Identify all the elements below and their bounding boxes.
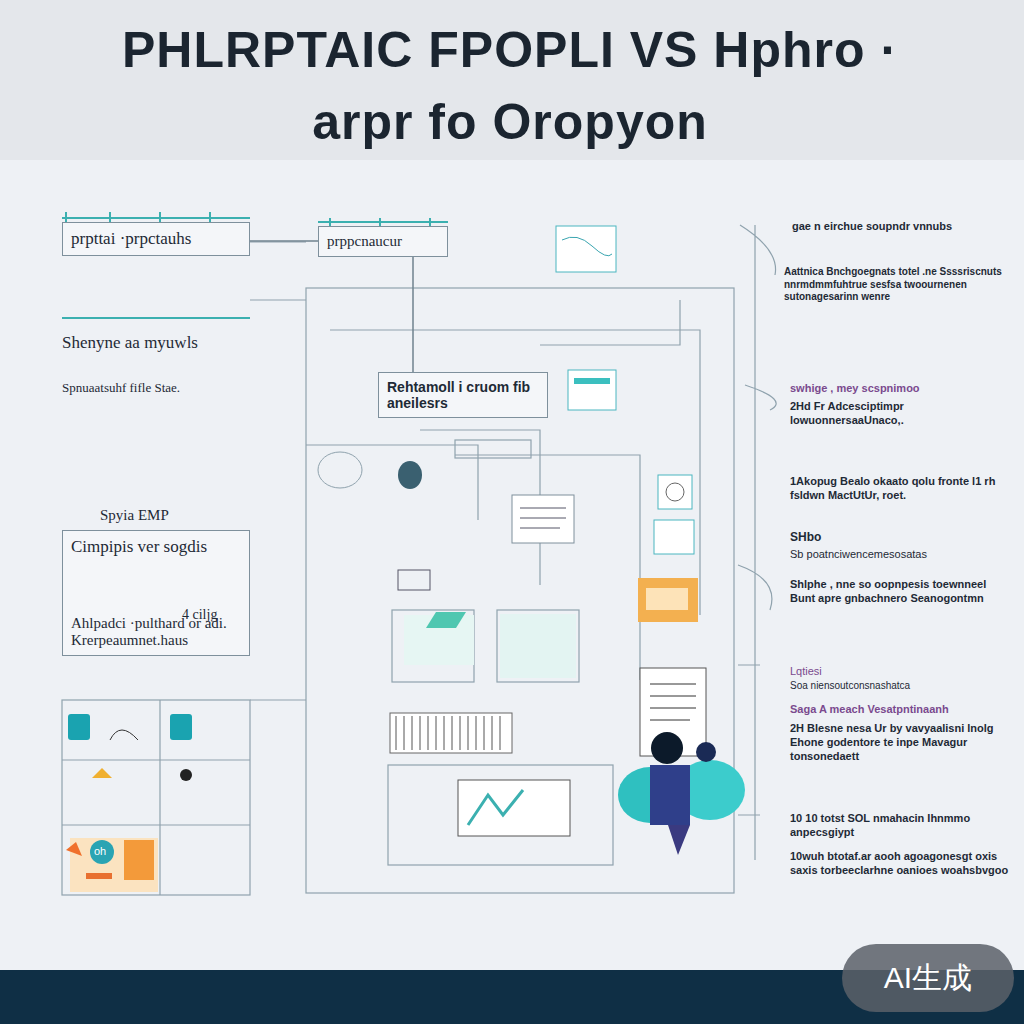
annotation: 10 10 totst SOL nmahacin Ihnmmo anpecsgi… [790, 812, 1012, 840]
annotation: Aattnica Bnchgoegnats totel .ne Ssssrisc… [784, 266, 1010, 304]
annotation: Soa niensoutconsnashatca [790, 680, 1012, 693]
diagram-title: PHLRPTAIC FPOPLI VS Hphro · arpr fo Orop… [70, 14, 950, 158]
annotation: Saga A meach Vesatpntinaanh [790, 703, 1012, 717]
connector [413, 257, 414, 372]
annotation: 1Akopug Bealo okaato qolu fronte l1 rh f… [790, 475, 1012, 503]
box-heading: prppcnaucur [327, 233, 439, 250]
annotation: Lqtiesi [790, 665, 1012, 679]
process-box: Cimpipis ver sogdisAhlpadci ·pulthard or… [62, 530, 250, 656]
side-note: Shenyne aa myuwls [62, 332, 262, 353]
annotation: 10wuh btotaf.ar aooh agoagonesgt oxis sa… [790, 850, 1012, 878]
annotation: swhige , mey scspnimoo [790, 382, 1012, 396]
annotation: Sb poatnciwencemesosatas [790, 548, 1012, 562]
box-heading: Cimpipis ver sogdis [71, 537, 241, 557]
annotation: oh [94, 845, 114, 859]
box-heading: prpttai ·prpctauhs [71, 229, 241, 249]
side-note: Spnuaatsuhf fifle Stae. [62, 380, 262, 396]
process-box: Rehtamoll i cruom fib aneilesrs [378, 372, 548, 418]
annotation: gae n eirchue soupndr vnnubs [792, 220, 1014, 234]
side-note: 4 ciljg [182, 606, 248, 624]
annotation: SHbo [790, 530, 1012, 545]
annotation: 2H Blesne nesa Ur by vavyaalisni lnolg E… [790, 722, 1012, 763]
process-box: prpttai ·prpctauhs [62, 222, 250, 256]
watermark: AI生成 [884, 958, 972, 999]
annotation: 2Hd Fr Adcesciptimpr lowuonnersaaUnaco,. [790, 400, 1012, 428]
watermark-pill: AI生成 [842, 944, 1014, 1012]
box-heading: Rehtamoll i cruom fib aneilesrs [387, 379, 539, 411]
annotation: Shlphe , nne so oopnpesis toewnneel Bunt… [790, 578, 1012, 606]
side-note: Spyia EMP [100, 506, 240, 525]
process-box: prppcnaucur [318, 226, 448, 257]
connector [250, 241, 318, 242]
